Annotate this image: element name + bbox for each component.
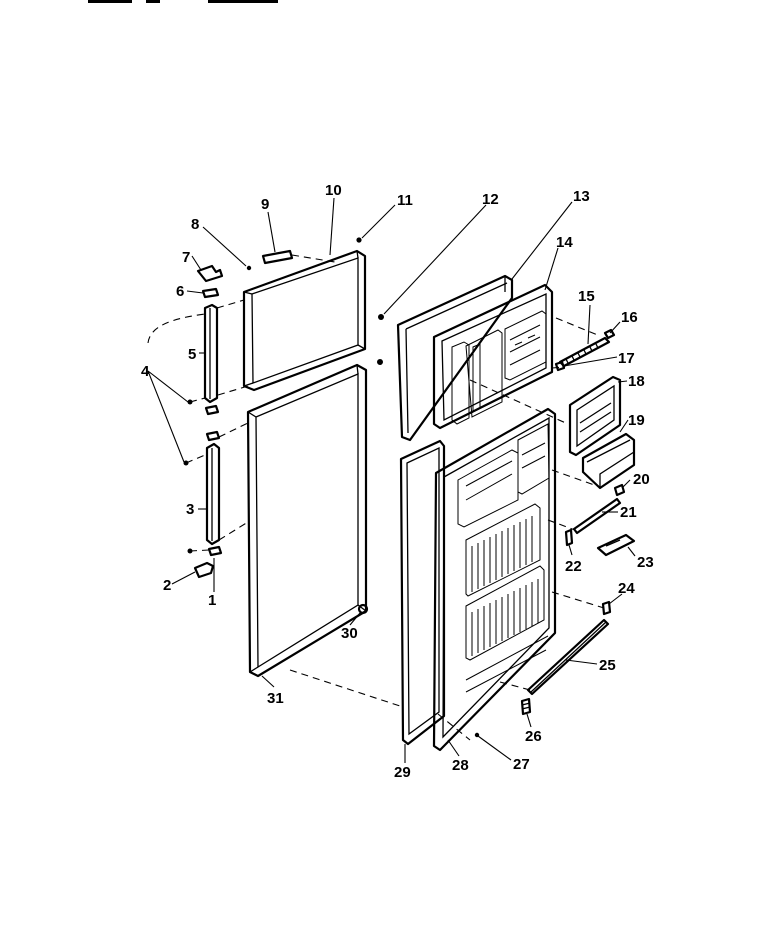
door-rack-bar-25 bbox=[526, 618, 610, 696]
callout-11: 11 bbox=[397, 192, 413, 209]
clip-22 bbox=[564, 528, 574, 547]
upper-hinge-bar bbox=[203, 303, 219, 404]
callout-9: 9 bbox=[261, 196, 269, 213]
door-bin-19 bbox=[581, 432, 636, 490]
alignment-lines-left bbox=[147, 254, 401, 707]
plug-30 bbox=[357, 603, 369, 615]
callout-28: 28 bbox=[452, 757, 469, 774]
cropped-header-marks bbox=[88, 0, 278, 3]
freezer-door-liner bbox=[432, 283, 554, 430]
callout-16: 16 bbox=[621, 309, 638, 326]
callout-21: 21 bbox=[620, 504, 637, 521]
callout-18: 18 bbox=[628, 373, 645, 390]
callout-5: 5 bbox=[188, 346, 196, 363]
callout-labels: 1 2 3 4 5 6 7 8 9 10 11 12 13 14 15 16 1… bbox=[141, 182, 654, 781]
hinge-blocks bbox=[204, 404, 223, 557]
fresh-food-door-outer-panel bbox=[399, 439, 446, 746]
callout-29: 29 bbox=[394, 764, 411, 781]
dairy-cover-23 bbox=[596, 533, 636, 557]
callout-13: 13 bbox=[573, 188, 590, 205]
callout-3: 3 bbox=[186, 501, 194, 518]
end-cap-16 bbox=[603, 328, 616, 340]
bottom-hinge-2 bbox=[193, 561, 215, 579]
callout-19: 19 bbox=[628, 412, 645, 429]
callout-23: 23 bbox=[637, 554, 654, 571]
fresh-food-door-liner bbox=[432, 407, 557, 752]
clip-24 bbox=[601, 600, 612, 616]
callout-27: 27 bbox=[513, 756, 530, 773]
door-shelf-18 bbox=[568, 375, 622, 457]
callout-7: 7 bbox=[182, 249, 190, 266]
spring-26 bbox=[520, 697, 532, 716]
callout-6: 6 bbox=[176, 283, 184, 300]
hinge-cover-7 bbox=[196, 264, 224, 283]
callout-1: 1 bbox=[208, 592, 216, 609]
callout-17: 17 bbox=[618, 350, 635, 367]
trim-9 bbox=[261, 249, 294, 265]
lower-hinge-bar bbox=[205, 442, 221, 546]
callout-24: 24 bbox=[618, 580, 635, 597]
alignment-lines-center bbox=[437, 317, 605, 741]
callout-30: 30 bbox=[341, 625, 358, 642]
freezer-door-gasket bbox=[242, 249, 367, 392]
callout-12: 12 bbox=[482, 191, 499, 208]
callout-31: 31 bbox=[267, 690, 284, 707]
callout-14: 14 bbox=[556, 234, 573, 251]
hinge-pin-6 bbox=[201, 287, 220, 299]
callout-10: 10 bbox=[325, 182, 342, 199]
end-cap-17 bbox=[554, 360, 566, 372]
door-rack-bar-21 bbox=[572, 497, 622, 535]
clip-20 bbox=[613, 483, 626, 497]
callout-8: 8 bbox=[191, 216, 199, 233]
callout-15: 15 bbox=[578, 288, 595, 305]
callout-4: 4 bbox=[141, 363, 150, 380]
callout-20: 20 bbox=[633, 471, 650, 488]
callout-26: 26 bbox=[525, 728, 542, 745]
callout-22: 22 bbox=[565, 558, 582, 575]
door-rack-bar-15 bbox=[558, 336, 611, 368]
freezer-door-outer-panel bbox=[396, 274, 514, 442]
callout-2: 2 bbox=[163, 577, 171, 594]
leader-lines bbox=[147, 197, 636, 763]
callout-25: 25 bbox=[599, 657, 616, 674]
